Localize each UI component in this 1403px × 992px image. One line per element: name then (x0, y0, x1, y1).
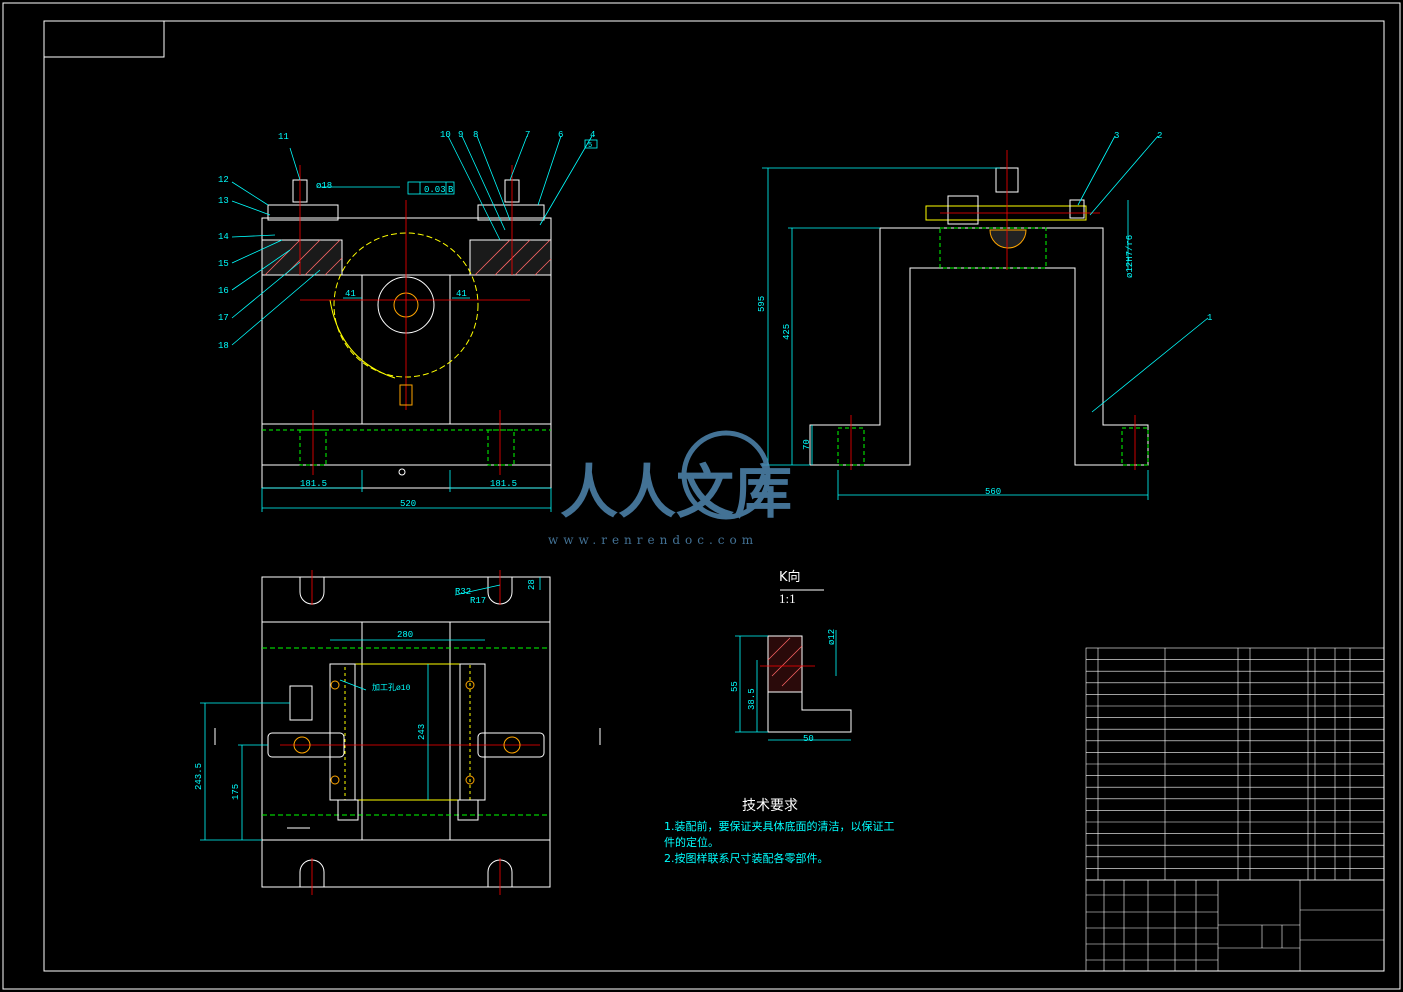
plan-arrows (214, 728, 601, 829)
dim-plan-243: 243 (417, 724, 427, 740)
dim-k-55: 55 (730, 681, 740, 692)
side-dimensions (762, 135, 1209, 500)
tech-title: 技术要求 (742, 798, 798, 814)
balloon-2: 2 (1157, 131, 1162, 141)
plan-dimensions (200, 577, 541, 841)
dim-tol: 0.03 (424, 185, 446, 195)
balloon-14: 14 (218, 232, 229, 242)
parts-list (1085, 647, 1385, 881)
watermark-text: 人人文库 (560, 458, 792, 526)
corner-box (43, 20, 165, 58)
watermark: 人人文库 www.renrendoc.com (548, 430, 792, 547)
dim-side-425: 425 (782, 324, 792, 340)
dim-side-560: 560 (985, 487, 1001, 497)
balloon-13: 13 (218, 196, 229, 206)
dim-base-left: 181.5 (300, 479, 327, 489)
title-block (1085, 879, 1385, 972)
dim-base-right: 181.5 (490, 479, 517, 489)
balloon-17: 17 (218, 313, 229, 323)
front-view (261, 165, 552, 489)
front-balloons: 11 12 13 14 15 16 17 18 10 9 8 7 6 4 5 (218, 130, 595, 351)
balloon-16: 16 (218, 286, 229, 296)
balloon-3: 3 (1114, 131, 1119, 141)
k-view-title: K向 (779, 569, 801, 585)
k-view (760, 589, 852, 733)
balloon-1: 1 (1207, 313, 1212, 323)
balloon-7: 7 (525, 130, 530, 140)
dim-plan-280: 280 (397, 630, 413, 640)
dim-dia-18: ø18 (316, 181, 332, 191)
k-labels: K向 1:1 (779, 569, 801, 606)
watermark-url: www.renrendoc.com (548, 533, 758, 547)
dim-k-38-5: 38.5 (747, 688, 757, 710)
k-dim-text: 55 38.5 50 ø12 (730, 629, 837, 744)
dim-plan-243-5: 243.5 (194, 763, 204, 790)
plan-dim-text: 280 243 243.5 175 R32 R17 28 加工孔ø10 (194, 579, 537, 800)
inner-border (43, 20, 1385, 972)
dim-plan-note: 加工孔ø10 (372, 682, 411, 693)
dim-plan-175: 175 (231, 784, 241, 800)
k-dimensions (735, 630, 851, 741)
tech-line-2: 件的定位。 (664, 835, 719, 849)
dim-side-70: 70 (802, 439, 812, 450)
balloon-9: 9 (458, 130, 463, 140)
dim-gap-left: 41 (345, 289, 356, 299)
plan-view (261, 570, 551, 895)
balloon-15: 15 (218, 259, 229, 269)
dim-plan-r17: R17 (470, 596, 486, 606)
tech-line-3: 2.按图样联系尺寸装配各零部件。 (664, 851, 829, 865)
balloon-5: 5 (588, 142, 592, 150)
dim-tol-ref: B (448, 185, 454, 195)
balloon-11: 11 (278, 132, 289, 142)
balloon-12: 12 (218, 175, 229, 185)
dim-total: 520 (400, 499, 416, 509)
side-dim-text: 595 425 70 560 ø12H7/r6 3 2 1 (757, 131, 1212, 497)
balloon-4: 4 (590, 130, 595, 140)
balloon-8: 8 (473, 130, 478, 140)
tech-line-1: 1.装配前，要保证夹具体底面的清洁，以保证工 (664, 819, 895, 833)
dim-k-50: 50 (803, 734, 814, 744)
dim-side-595: 595 (757, 296, 767, 312)
dim-k-dia: ø12 (827, 629, 837, 645)
front-dim-text: ø18 0.03 B 41 41 181.5 181.5 520 (300, 181, 517, 509)
side-view (809, 150, 1149, 470)
dim-plan-28: 28 (527, 579, 537, 590)
dim-gap-right: 41 (456, 289, 467, 299)
front-dimensions (231, 135, 598, 512)
tech-requirements: 技术要求 1.装配前，要保证夹具体底面的清洁，以保证工 件的定位。 2.按图样联… (664, 798, 895, 865)
balloon-18: 18 (218, 341, 229, 351)
k-view-scale: 1:1 (779, 591, 796, 606)
dim-plan-r32: R32 (455, 587, 471, 597)
balloon-6: 6 (558, 130, 563, 140)
balloon-10: 10 (440, 130, 451, 140)
dim-side-fit: ø12H7/r6 (1125, 235, 1135, 278)
